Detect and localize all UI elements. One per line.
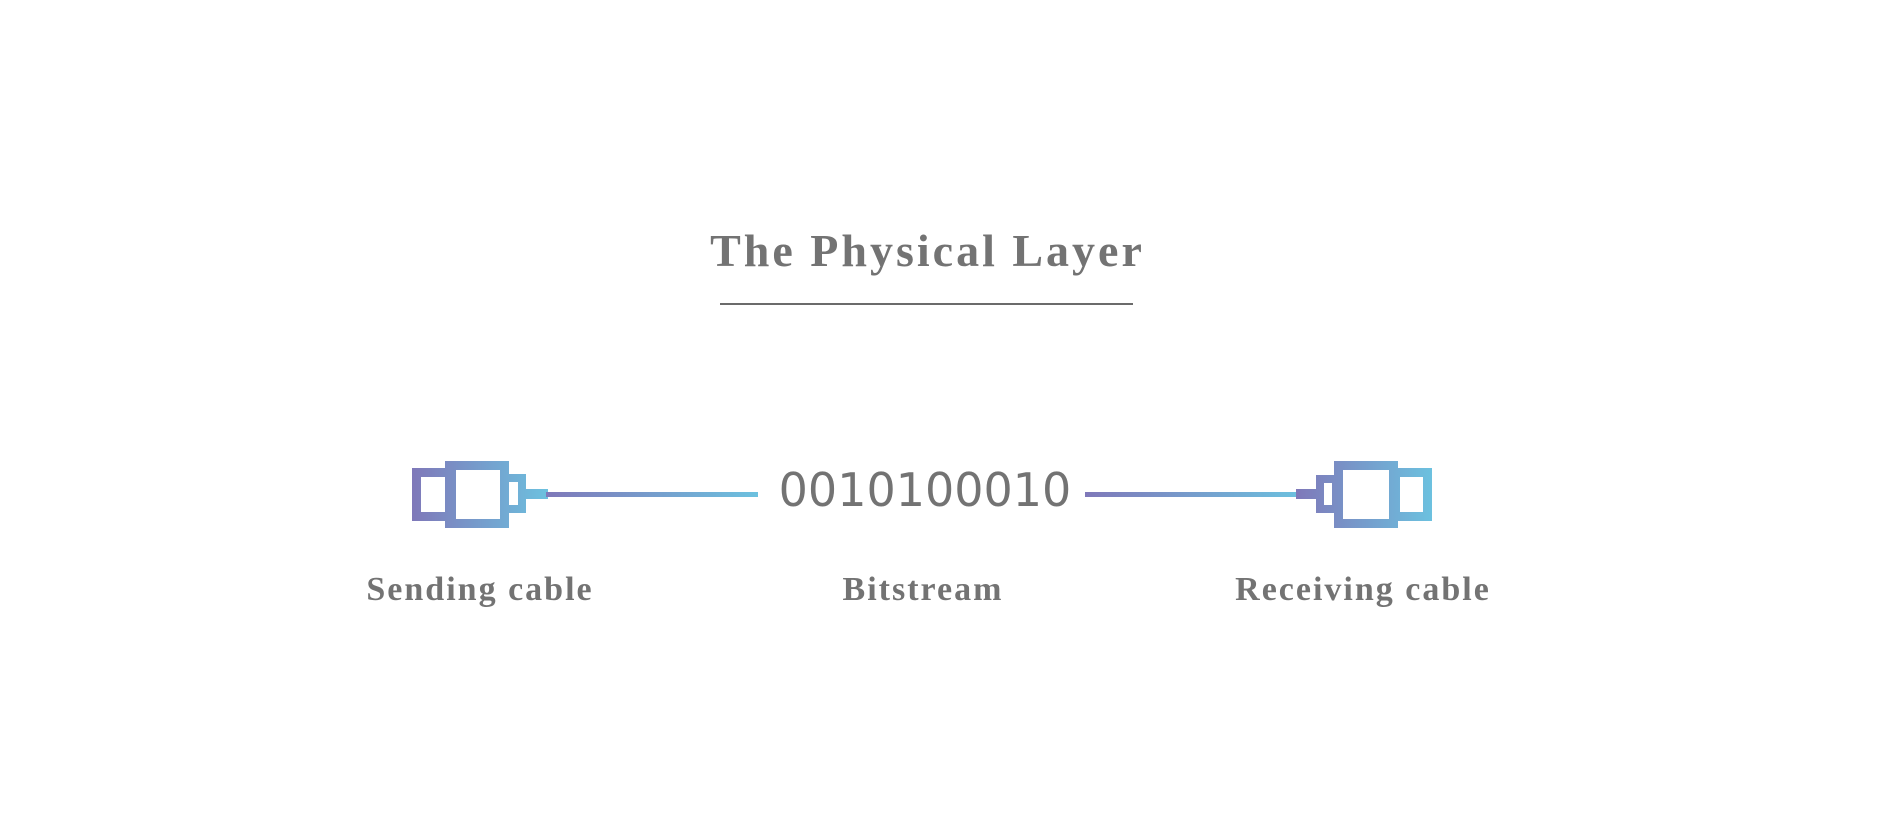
caption-sending-cable: Sending cable bbox=[366, 571, 594, 608]
receiving-wire bbox=[1085, 492, 1300, 497]
caption-bitstream: Bitstream bbox=[842, 571, 1004, 608]
receiving-cable-plug-icon bbox=[1296, 461, 1432, 528]
caption-receiving-cable: Receiving cable bbox=[1235, 571, 1491, 608]
title-underline bbox=[720, 303, 1133, 305]
bitstream-value: 0010100010 bbox=[778, 463, 1072, 517]
title: The Physical Layer bbox=[710, 225, 1145, 276]
sending-cable-plug-icon bbox=[412, 461, 548, 528]
sending-wire bbox=[546, 492, 758, 497]
